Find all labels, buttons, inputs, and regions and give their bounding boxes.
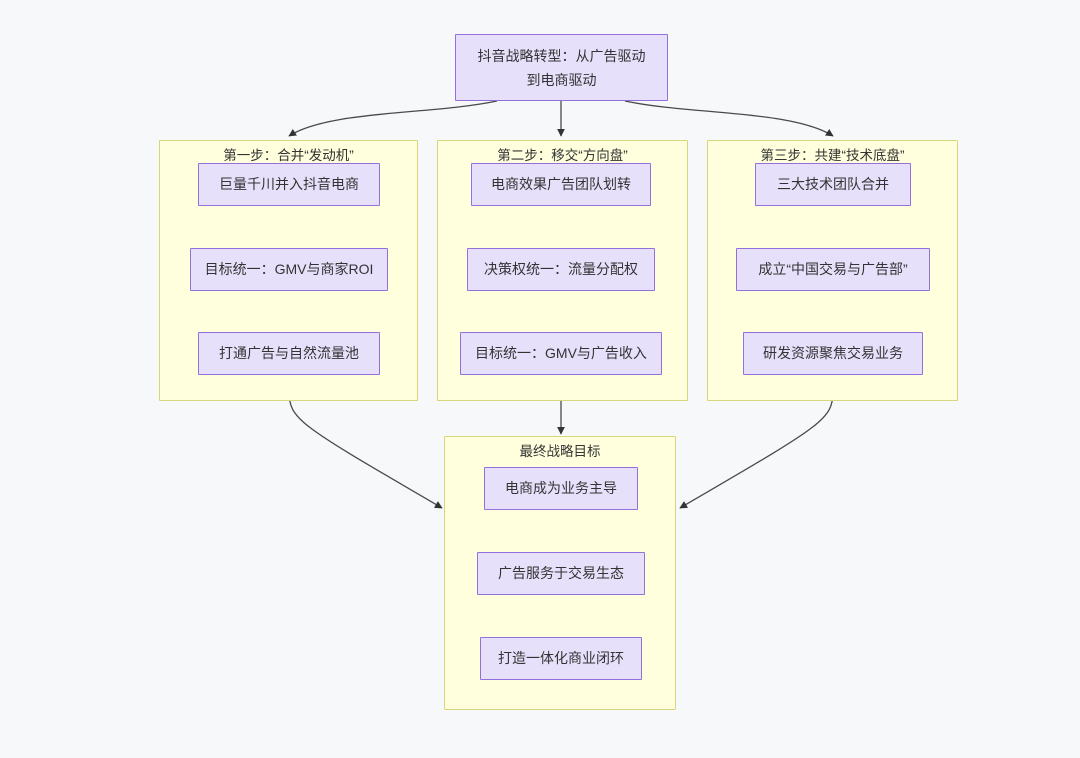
edge-root-step3 bbox=[624, 100, 834, 137]
node-s3n3[interactable]: 研发资源聚焦交易业务 bbox=[743, 332, 923, 375]
node-root[interactable]: 抖音战略转型：从广告驱动 到电商驱动 bbox=[455, 34, 668, 101]
node-s2n3[interactable]: 目标统一：GMV与广告收入 bbox=[460, 332, 662, 375]
node-s1n1[interactable]: 巨量千川并入抖音电商 bbox=[198, 163, 380, 206]
node-s3n2[interactable]: 成立“中国交易与广告部” bbox=[736, 248, 930, 291]
node-gn2[interactable]: 广告服务于交易生态 bbox=[477, 552, 645, 595]
node-s3n1[interactable]: 三大技术团队合并 bbox=[755, 163, 911, 206]
cluster-goal-title: 最终战略目标 bbox=[519, 444, 601, 459]
cluster-step2-title: 第二步：移交“方向盘” bbox=[497, 148, 628, 163]
node-root-line2: 到电商驱动 bbox=[526, 71, 597, 88]
node-root-line1: 抖音战略转型：从广告驱动 bbox=[477, 47, 646, 64]
edge-step1-goal bbox=[288, 390, 443, 509]
cluster-step1-title: 第一步：合并“发动机” bbox=[223, 148, 354, 163]
node-s2n1[interactable]: 电商效果广告团队划转 bbox=[471, 163, 651, 206]
edge-step3-goal bbox=[679, 390, 834, 509]
cluster-step3-title: 第三步：共建“技术底盘” bbox=[760, 148, 905, 163]
edge-root-step1 bbox=[288, 100, 498, 137]
node-s2n2[interactable]: 决策权统一：流量分配权 bbox=[467, 248, 655, 291]
node-s1n2[interactable]: 目标统一：GMV与商家ROI bbox=[190, 248, 388, 291]
node-s1n3[interactable]: 打通广告与自然流量池 bbox=[198, 332, 380, 375]
node-gn1[interactable]: 电商成为业务主导 bbox=[484, 467, 638, 510]
node-gn3[interactable]: 打造一体化商业闭环 bbox=[480, 637, 642, 680]
